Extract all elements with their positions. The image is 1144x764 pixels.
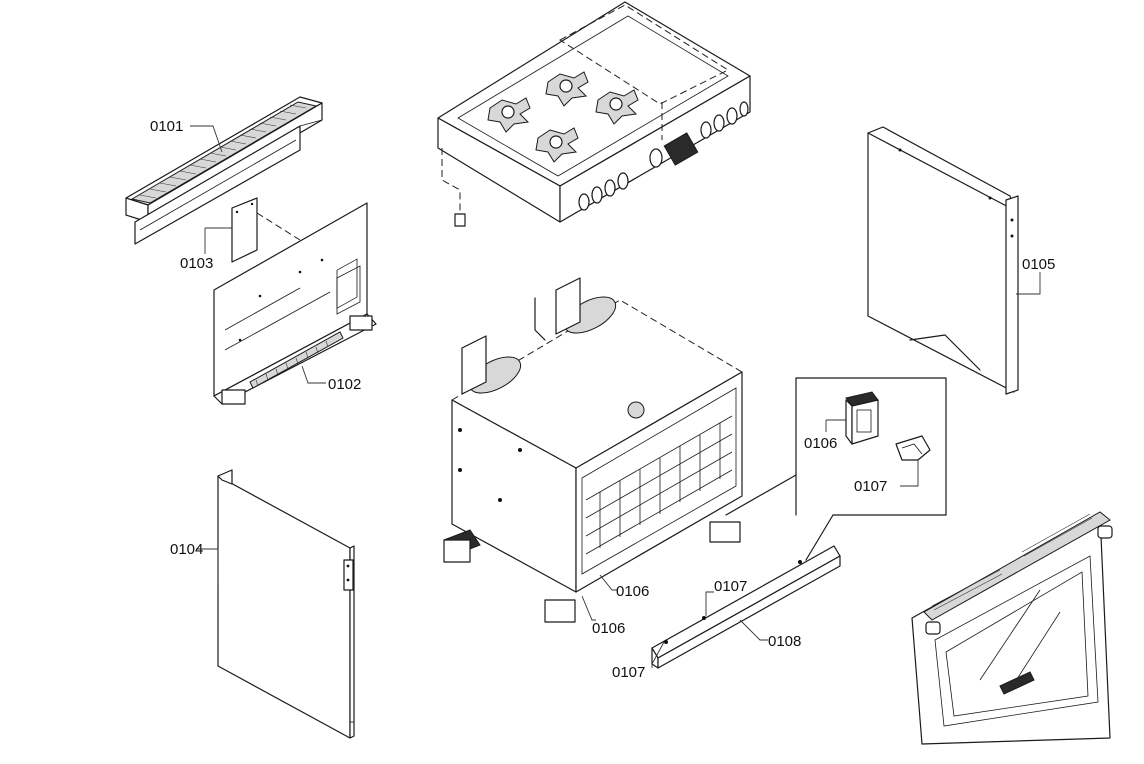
label-0107-mid: 0107 bbox=[714, 578, 747, 595]
leader-0105: 0105 bbox=[1016, 256, 1055, 295]
label-0106-lower-a: 0106 bbox=[616, 583, 649, 600]
label-0104: 0104 bbox=[170, 541, 203, 558]
leader-0106-lower: 0106 0106 bbox=[581, 574, 649, 637]
oven-body-assembly bbox=[443, 277, 743, 623]
detail-inset bbox=[725, 377, 947, 561]
leader-0104: 0104 bbox=[170, 541, 219, 585]
label-0107-low: 0107 bbox=[612, 664, 645, 681]
cooktop-assembly bbox=[437, 1, 751, 227]
label-0101: 0101 bbox=[150, 118, 183, 135]
part-0102-rear-panel bbox=[213, 202, 377, 405]
part-0101-vent-trim bbox=[125, 96, 323, 245]
label-0102: 0102 bbox=[328, 376, 361, 393]
label-0108: 0108 bbox=[768, 633, 801, 650]
label-0106-inset: 0106 bbox=[804, 435, 837, 452]
oven-door-assembly bbox=[911, 511, 1113, 745]
leaders-0107-0108: 0107 0108 0107 bbox=[612, 578, 801, 681]
part-0108-trim-strip bbox=[651, 545, 841, 669]
leader-0102: 0102 bbox=[301, 365, 361, 393]
leader-0101: 0101 bbox=[150, 118, 223, 153]
label-0106-lower-b: 0106 bbox=[592, 620, 625, 637]
label-0103: 0103 bbox=[180, 255, 213, 272]
label-0105: 0105 bbox=[1022, 256, 1055, 273]
part-0103-cover-plate bbox=[204, 197, 301, 263]
label-0107-inset: 0107 bbox=[854, 478, 887, 495]
part-0105-side-panel bbox=[867, 126, 1019, 395]
part-0104-side-panel bbox=[217, 469, 355, 739]
